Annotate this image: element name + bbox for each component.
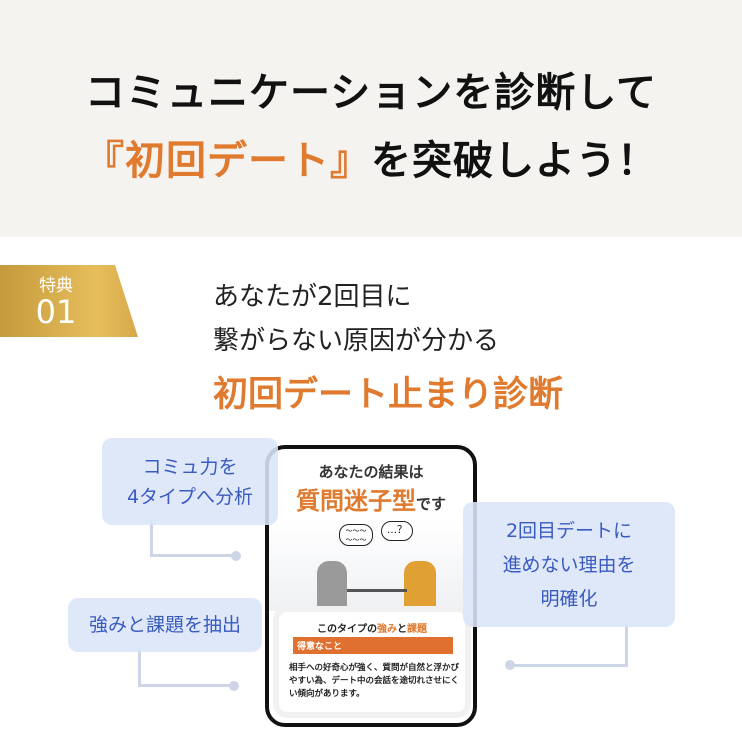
header-banner: コミュニケーションを診断して 『初回デート』を突破しよう！ xyxy=(0,0,742,237)
badge-number: 01 xyxy=(35,293,77,331)
speech-bubble-left: 〜〜〜 〜〜〜 xyxy=(339,524,373,546)
headline-rest: を突破しよう！ xyxy=(371,138,658,184)
card-title-pre: このタイプの xyxy=(317,624,377,635)
phone-mockup: あなたの結果は 質問迷子型です 〜〜〜 〜〜〜 …？ このタイプの強みと課題 得… xyxy=(265,445,477,727)
type-suffix: です xyxy=(415,495,446,513)
man-figure xyxy=(317,561,347,606)
couple-illustration: 〜〜〜 〜〜〜 …？ xyxy=(269,521,473,611)
callout-strengths: 強みと課題を抽出 xyxy=(68,598,262,652)
table xyxy=(347,589,407,592)
feature-title: 初回デート止まり診断 xyxy=(213,375,564,415)
bonus-badge: 特典 01 xyxy=(0,265,138,337)
result-card: このタイプの強みと課題 得意なこと 相手への好奇心が強く、質問が自然と浮かびやす… xyxy=(279,612,465,712)
card-title: このタイプの強みと課題 xyxy=(279,620,465,635)
feature-line1: あなたが2回目に xyxy=(213,282,412,312)
connector xyxy=(625,624,628,666)
connector xyxy=(138,648,141,686)
card-title-and: と xyxy=(397,624,407,635)
connector xyxy=(512,664,628,667)
connector xyxy=(150,554,235,557)
speech-bubble-right: …？ xyxy=(381,521,413,541)
headline-line1: コミュニケーションを診断して xyxy=(85,70,657,116)
callout-reason: 2回目デートに 進めない理由を 明確化 xyxy=(463,502,675,627)
badge-label: 特典 xyxy=(39,276,73,296)
headline-line2: 『初回デート』を突破しよう！ xyxy=(0,128,742,186)
card-title-strength: 強み xyxy=(377,624,397,635)
card-body: 相手への好奇心が強く、質問が自然と浮かびやすい為、デート中の会話を途切れさせにく… xyxy=(289,663,460,699)
woman-figure xyxy=(404,561,436,606)
connector xyxy=(138,684,233,687)
headline-accent: 『初回デート』 xyxy=(84,138,371,184)
callout-analysis: コミュ力を 4タイプへ分析 xyxy=(102,438,278,525)
result-heading: あなたの結果は xyxy=(318,463,424,481)
connector-dot xyxy=(505,660,515,670)
section-label: 得意なこと xyxy=(293,637,453,654)
card-title-issue: 課題 xyxy=(407,624,427,635)
connector xyxy=(150,520,153,556)
result-type: 質問迷子型です xyxy=(269,481,473,516)
type-name: 質問迷子型 xyxy=(295,487,416,515)
feature-line2: 繋がらない原因が分かる xyxy=(213,326,500,356)
connector-dot xyxy=(231,551,241,561)
connector-dot xyxy=(229,681,239,691)
